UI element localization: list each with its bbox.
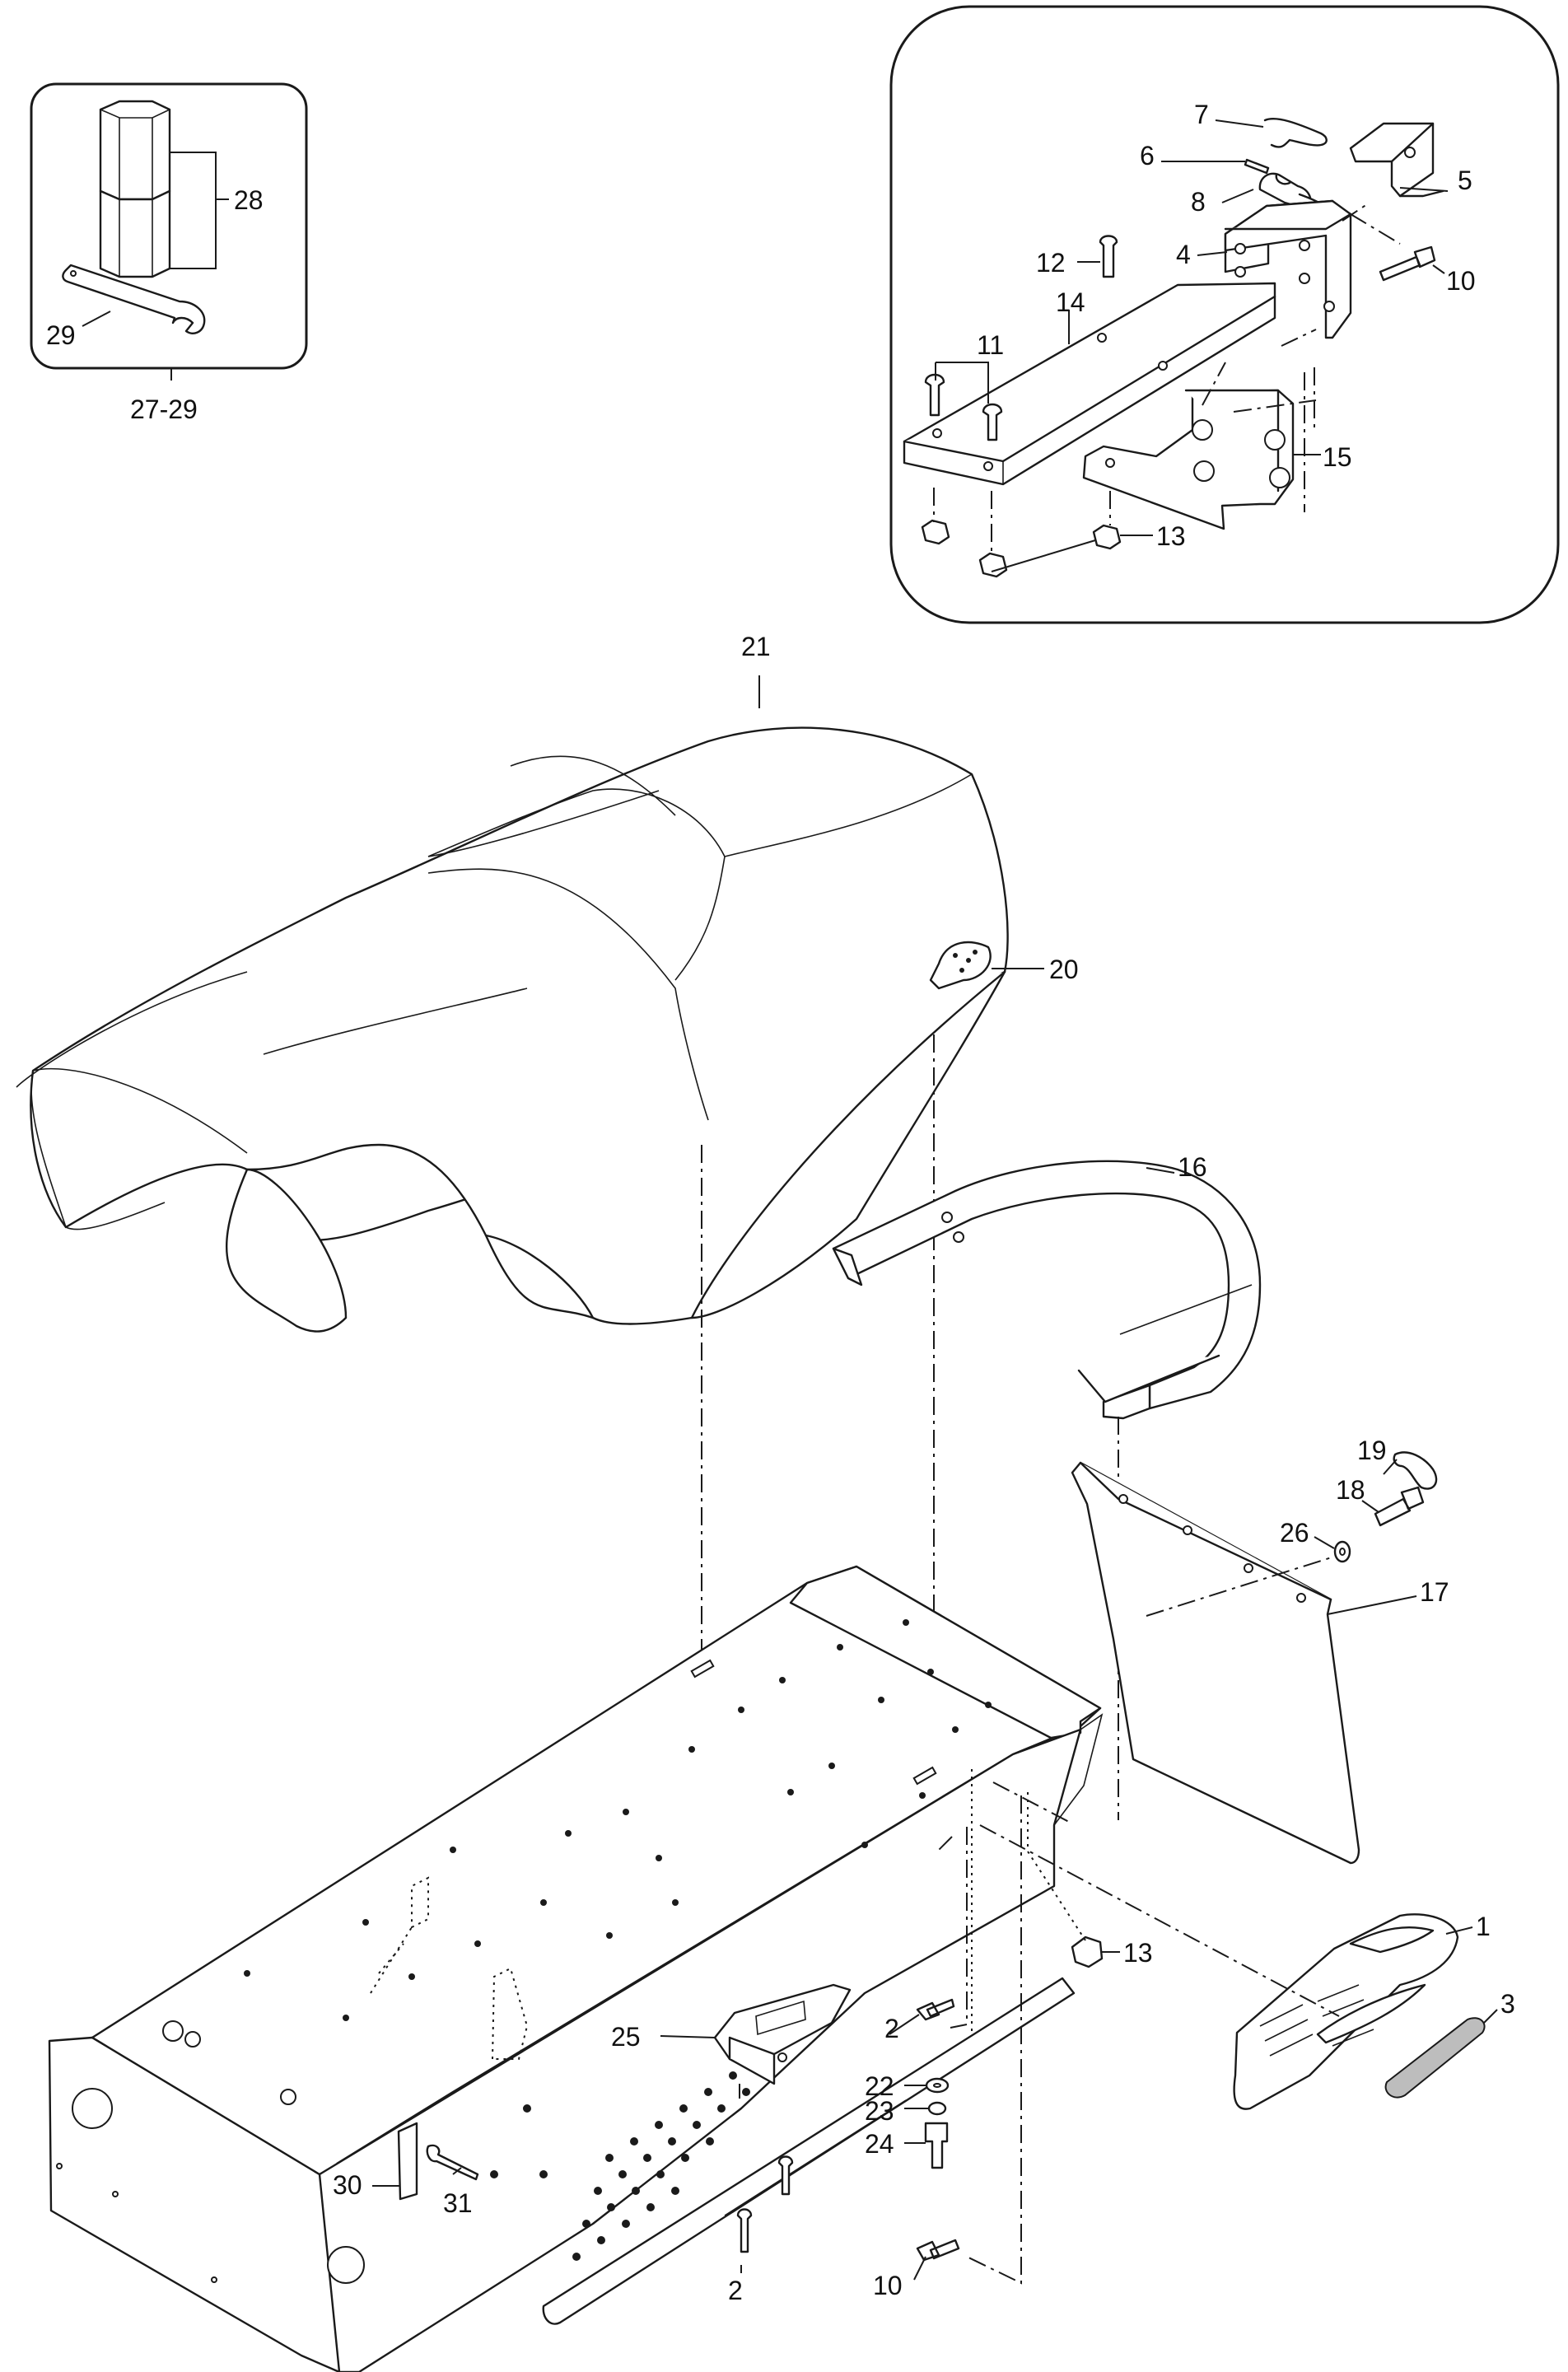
part-11-bolt-a bbox=[924, 373, 945, 417]
callout-29: 29 bbox=[46, 320, 76, 350]
callout-20: 20 bbox=[1049, 955, 1079, 984]
part-31-pin bbox=[426, 2144, 479, 2181]
part-10-bolt-upper bbox=[1379, 245, 1436, 282]
part-19-clip bbox=[1393, 1451, 1438, 1490]
part-5-bracket bbox=[1349, 122, 1444, 198]
callout-12: 12 bbox=[1036, 248, 1066, 278]
part-18-bolt bbox=[1374, 1486, 1425, 1527]
callout-21: 21 bbox=[741, 632, 771, 661]
main-tunnel-frame bbox=[48, 1565, 1104, 2372]
part-23-lockwasher bbox=[927, 2101, 947, 2116]
part-29-spanner bbox=[62, 264, 206, 334]
callout-7: 7 bbox=[1194, 100, 1209, 129]
part-13-nut-c bbox=[1092, 524, 1122, 550]
part-2-screw-c bbox=[916, 1998, 955, 2021]
callout-8: 8 bbox=[1191, 187, 1206, 217]
callout-1: 1 bbox=[1476, 1912, 1491, 1941]
callout-4: 4 bbox=[1176, 240, 1191, 269]
callout-31: 31 bbox=[443, 2188, 473, 2218]
part-28-pads bbox=[99, 100, 171, 278]
callout-27-29: 27-29 bbox=[130, 395, 198, 424]
part-17-snow-guard bbox=[1071, 1461, 1360, 1865]
part-15-bracket bbox=[1082, 389, 1295, 530]
part-25-pad bbox=[713, 1983, 852, 2085]
part-6-spring-pin bbox=[1244, 158, 1270, 175]
part-1-taillight bbox=[1233, 1913, 1459, 2110]
callout-15: 15 bbox=[1323, 442, 1352, 472]
part-24-bolt bbox=[924, 2122, 949, 2169]
callout-3: 3 bbox=[1500, 1989, 1515, 2019]
part-2-screw-b bbox=[777, 2155, 794, 2196]
part-11-bolt-b bbox=[982, 403, 1003, 441]
part-21-seat bbox=[16, 726, 1009, 1333]
callout-23: 23 bbox=[865, 2096, 894, 2126]
part-13-nut-a bbox=[921, 519, 950, 545]
callout-17: 17 bbox=[1420, 1577, 1449, 1607]
part-13-nut-b bbox=[978, 552, 1008, 578]
callout-10b: 10 bbox=[873, 2271, 903, 2300]
part-7-cotter-pin bbox=[1263, 118, 1328, 148]
part-2-screw-a bbox=[736, 2208, 753, 2253]
callout-26: 26 bbox=[1280, 1518, 1309, 1548]
part-3-reflector bbox=[1384, 2017, 1486, 2099]
part-10-bolt-lower bbox=[916, 2239, 960, 2262]
callout-13a: 13 bbox=[1156, 521, 1186, 551]
callout-10a: 10 bbox=[1446, 266, 1476, 296]
callout-2b: 2 bbox=[728, 2276, 743, 2305]
callout-16: 16 bbox=[1178, 1152, 1207, 1182]
part-12-bolt bbox=[1099, 235, 1118, 278]
callout-5: 5 bbox=[1458, 166, 1472, 195]
part-30-hook bbox=[397, 2122, 418, 2201]
callout-6: 6 bbox=[1140, 141, 1155, 170]
callout-13b: 13 bbox=[1123, 1938, 1153, 1968]
callout-25: 25 bbox=[611, 2022, 641, 2052]
inset-box-latch-assembly bbox=[889, 5, 1560, 624]
part-4-plate bbox=[1224, 199, 1352, 339]
part-16-grab-handle bbox=[832, 1160, 1262, 1420]
callout-28: 28 bbox=[234, 185, 264, 215]
callout-24: 24 bbox=[865, 2129, 894, 2159]
callout-labels: 1 2 2 3 4 5 6 7 8 10 10 11 12 13 13 14 1… bbox=[46, 100, 1515, 2305]
callout-30: 30 bbox=[333, 2170, 362, 2200]
callout-18: 18 bbox=[1336, 1475, 1365, 1505]
callout-19: 19 bbox=[1357, 1436, 1387, 1465]
callout-22: 22 bbox=[865, 2071, 894, 2101]
part-13-nut-d bbox=[1071, 1935, 1104, 1968]
callout-2a: 2 bbox=[884, 2014, 899, 2043]
callout-14: 14 bbox=[1056, 287, 1085, 317]
inset-box-tool-kit bbox=[30, 82, 308, 381]
callout-11: 11 bbox=[977, 330, 1004, 360]
